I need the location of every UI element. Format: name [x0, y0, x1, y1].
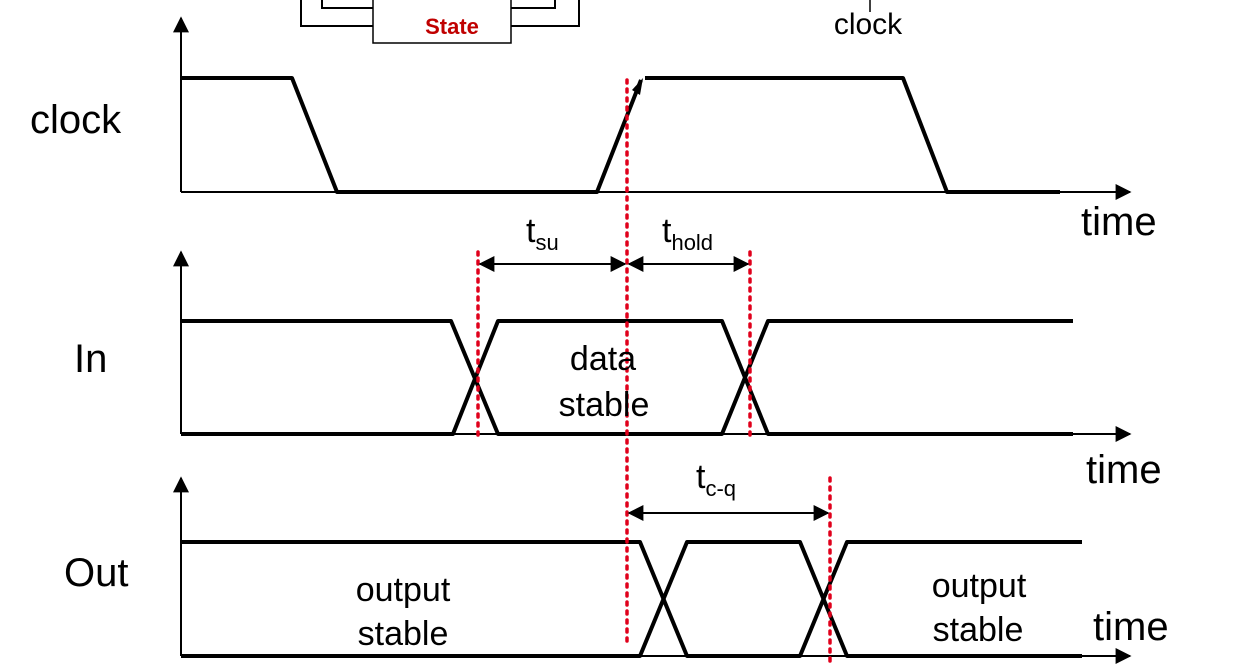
wire-right-inner: [511, 0, 556, 9]
time-label-clock: time: [1081, 200, 1157, 244]
state-box: [372, 0, 512, 44]
clock-waveform: [181, 76, 643, 194]
in-axes: [173, 250, 1132, 442]
in-signal-label: In: [74, 337, 107, 381]
wire-right-outer: [511, 0, 580, 27]
wire-left-inner: [321, 0, 373, 9]
wire-left-outer: [300, 0, 373, 27]
clock-waveform-high: [645, 76, 1060, 194]
clock-edge-arrowhead: [632, 78, 643, 95]
out-signal-label: Out: [64, 551, 128, 595]
time-label-in: time: [1086, 448, 1162, 492]
time-label-out: time: [1093, 605, 1169, 649]
state-label: State: [425, 14, 479, 39]
output-stable-left-line-1: output: [356, 571, 451, 609]
output-stable-right-line-1: output: [932, 567, 1027, 605]
clock-axes: [173, 16, 1132, 200]
clock-signal-label: clock: [30, 98, 122, 142]
data-stable-line-1: data: [570, 340, 636, 378]
in-waveform: [181, 319, 1073, 436]
out-waveform: [181, 540, 1082, 658]
data-stable-line-2: stable: [559, 386, 650, 424]
tcq-label: tc-q: [696, 458, 736, 501]
thold-label: thold: [662, 212, 713, 255]
register-diagram: State clock: [300, 0, 903, 44]
output-stable-right-line-2: stable: [933, 611, 1024, 649]
top-clock-label: clock: [834, 8, 903, 41]
output-stable-left-line-2: stable: [358, 615, 449, 653]
tsu-label: tsu: [526, 212, 559, 255]
